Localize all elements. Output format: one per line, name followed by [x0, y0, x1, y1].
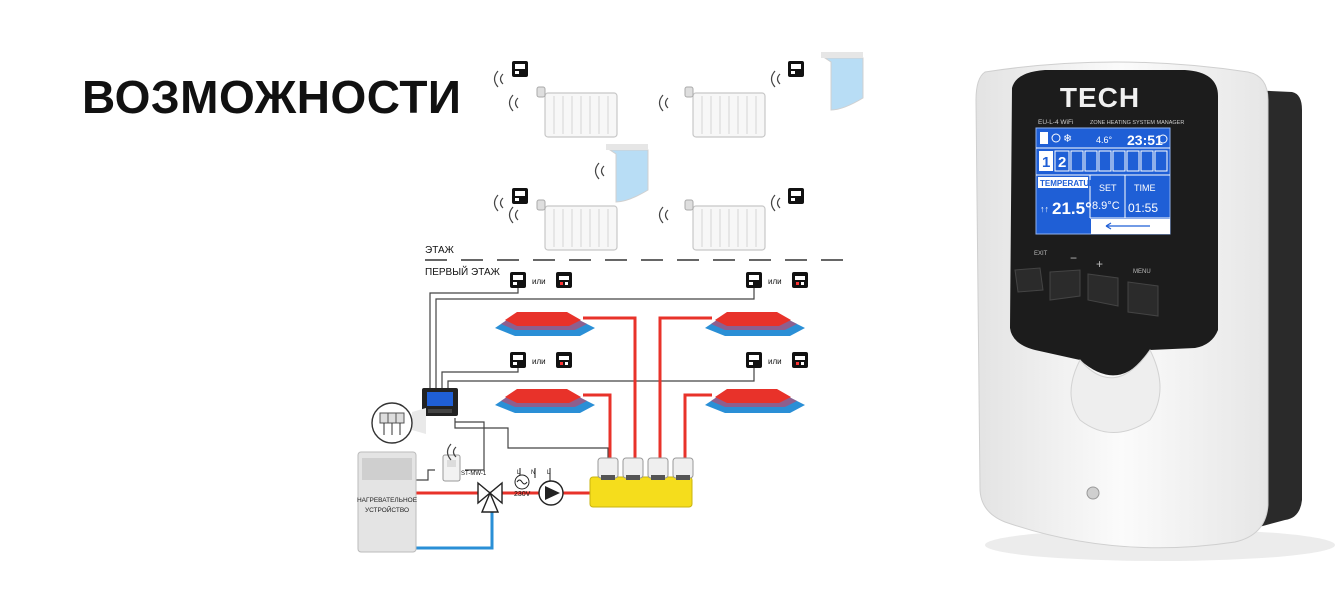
- thermostat-pair-1: или: [510, 272, 572, 288]
- terminal-zoom-icon: [371, 402, 426, 444]
- snowflake-icon: ❄: [1063, 133, 1072, 145]
- floor-loop-2: [705, 312, 805, 336]
- terminal-n-label: N: [531, 470, 535, 476]
- lcd-screen: ❄ 4.6° 23:51 1 2 TEMPERATURE ↑↑ 21.5° SE…: [1035, 127, 1171, 235]
- thermostat-pair-3: или: [510, 352, 572, 368]
- page-title: ВОЗМОЖНОСТИ: [82, 71, 462, 123]
- thermostat-pair-2: или: [746, 272, 808, 288]
- svg-text:или: или: [768, 277, 782, 286]
- label-plus: +: [1096, 257, 1103, 271]
- screw-hole: [1086, 486, 1100, 500]
- power-supply-icon: [514, 474, 530, 490]
- terminal-l2-label: L: [547, 470, 551, 476]
- voltage-label: 230V: [514, 491, 531, 498]
- controller-subtitle: ZONE HEATING SYSTEM MANAGER: [1090, 120, 1184, 126]
- controller-mini: [422, 388, 458, 416]
- lcd-temperature-label: TEMPERATURE: [1040, 179, 1101, 188]
- room-thermostat-icon: [512, 61, 528, 77]
- lcd-set-label: SET: [1099, 183, 1117, 193]
- minus-button[interactable]: [1049, 269, 1081, 301]
- module-label: ST-MW-1: [461, 471, 487, 477]
- lcd-status-value: 4.6°: [1096, 135, 1113, 145]
- clock-icon: [1158, 134, 1168, 144]
- radiator-mid-left: [493, 188, 618, 251]
- fan-icon: [1051, 133, 1061, 143]
- lcd-set-value: 8.9°C: [1092, 200, 1120, 212]
- pump-icon: [538, 480, 564, 506]
- floor-loop-4: [705, 389, 805, 413]
- actuators: [597, 457, 694, 480]
- lcd-zone-2: 2: [1058, 154, 1066, 171]
- floor-loop-1: [495, 312, 595, 336]
- label-exit: EXIT: [1034, 251, 1048, 257]
- window-sensor-middle: [594, 143, 649, 203]
- mixing-valve-icon: [477, 481, 503, 513]
- lcd-time: 23:51: [1127, 132, 1163, 148]
- room-thermostat-icon: [788, 61, 804, 77]
- label-minus: −: [1070, 251, 1077, 265]
- plus-button[interactable]: [1087, 273, 1119, 307]
- lcd-temperature-value: 21.5°: [1052, 199, 1092, 218]
- lcd-zone-1: 1: [1042, 154, 1050, 171]
- exit-button[interactable]: [1014, 267, 1044, 293]
- lcd-time-label: TIME: [1134, 183, 1156, 193]
- window-sensor-icon: [820, 51, 864, 111]
- supply-pipes: [415, 316, 712, 495]
- heater-label-line2: УСТРОЙСТВО: [365, 505, 409, 514]
- heating-device: НАГРЕВАТЕЛЬНОЕ УСТРОЙСТВО: [357, 451, 418, 553]
- svg-text:или: или: [532, 277, 546, 286]
- svg-text:или: или: [532, 357, 546, 366]
- floor-loop-3: [495, 389, 595, 413]
- signal-wiring: [415, 288, 755, 488]
- controller-device: TECH EU-L-4 WiFi ZONE HEATING SYSTEM MAN…: [975, 61, 1335, 561]
- controller-brand-logo: TECH: [1060, 82, 1140, 113]
- label-menu: MENU: [1133, 269, 1151, 275]
- svg-text:или: или: [768, 357, 782, 366]
- menu-button[interactable]: [1127, 281, 1159, 317]
- radiator-top-right: [658, 51, 864, 138]
- thermostat-pair-4: или: [746, 352, 808, 368]
- lcd-time-value: 01:55: [1128, 201, 1158, 215]
- controller-model: EU-L-4 WiFi: [1038, 119, 1073, 126]
- signal-icon: [1040, 132, 1048, 144]
- floor-label-upper: ЭТАЖ: [425, 245, 455, 256]
- manifold: [589, 476, 693, 508]
- radiator-mid-right: [658, 188, 804, 251]
- floor-label-ground: ПЕРВЫЙ ЭТАЖ: [425, 265, 501, 278]
- return-pipes: [415, 510, 494, 550]
- radiator-top-left: [493, 61, 618, 138]
- svg-text:↑↑: ↑↑: [1040, 204, 1049, 214]
- lcd-arrow-icon: [1105, 222, 1150, 230]
- terminal-l-label: L: [517, 470, 521, 476]
- wifi-module: ST-MW-1: [442, 443, 487, 482]
- heater-label-line1: НАГРЕВАТЕЛЬНОЕ: [357, 497, 418, 504]
